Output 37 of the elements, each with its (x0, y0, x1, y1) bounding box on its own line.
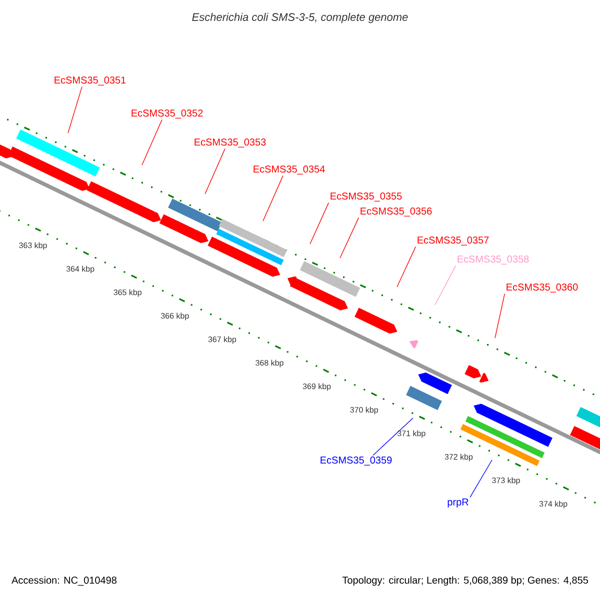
gene-label: EcSMS35_0351 (54, 76, 126, 86)
leader-line (142, 119, 162, 166)
scale-label: 369 kbp (302, 383, 331, 391)
scale-label: 368 kbp (256, 360, 284, 368)
leader-line (396, 246, 416, 288)
scale-label: 365 kbp (114, 289, 142, 297)
leader-line (372, 418, 414, 456)
scale-label: 363 kbp (19, 242, 47, 250)
gene-label: EcSMS35_0353 (194, 138, 266, 148)
leader-line (494, 293, 506, 338)
leader-line (68, 86, 82, 134)
gene-label: EcSMS35_0359 (320, 456, 392, 466)
leader-line (470, 460, 492, 498)
leader-line (310, 202, 330, 244)
gene-label: EcSMS35_0360 (506, 284, 578, 292)
gene-label: EcSMS35_0355 (330, 192, 402, 202)
title: Escherichia coli SMS-3-5, complete genome (192, 12, 408, 24)
leader-line (262, 175, 284, 222)
scale-label: 371 kbp (397, 430, 426, 438)
leader-line (434, 265, 456, 306)
gene-label: prpR (448, 498, 468, 508)
gene-label: EcSMS35_0356 (360, 208, 432, 216)
scale-label: 370 kbp (350, 406, 378, 414)
scale-label: 374 kbp (539, 500, 568, 508)
leader-line (204, 148, 226, 194)
leader-line (340, 217, 360, 258)
scale-label: 364 kbp (66, 266, 94, 274)
gene-label: EcSMS35_0354 (254, 166, 325, 174)
gene-label: EcSMS35_0357 (418, 236, 489, 246)
gene-label: EcSMS35_0358 (458, 256, 529, 264)
scale-label: 366 kbp (160, 312, 189, 320)
genome-info-label: Topology: circular; Length: 5,068,389 bp; Genes: 4,855 (342, 576, 588, 586)
scale-label: 372 kbp (444, 454, 473, 462)
accession-label: Accession: NC_010498 (12, 576, 116, 586)
gene-label: EcSMS35_0352 (132, 110, 203, 118)
scale-label: 373 kbp (492, 477, 520, 485)
scale-label: 367 kbp (208, 336, 236, 344)
